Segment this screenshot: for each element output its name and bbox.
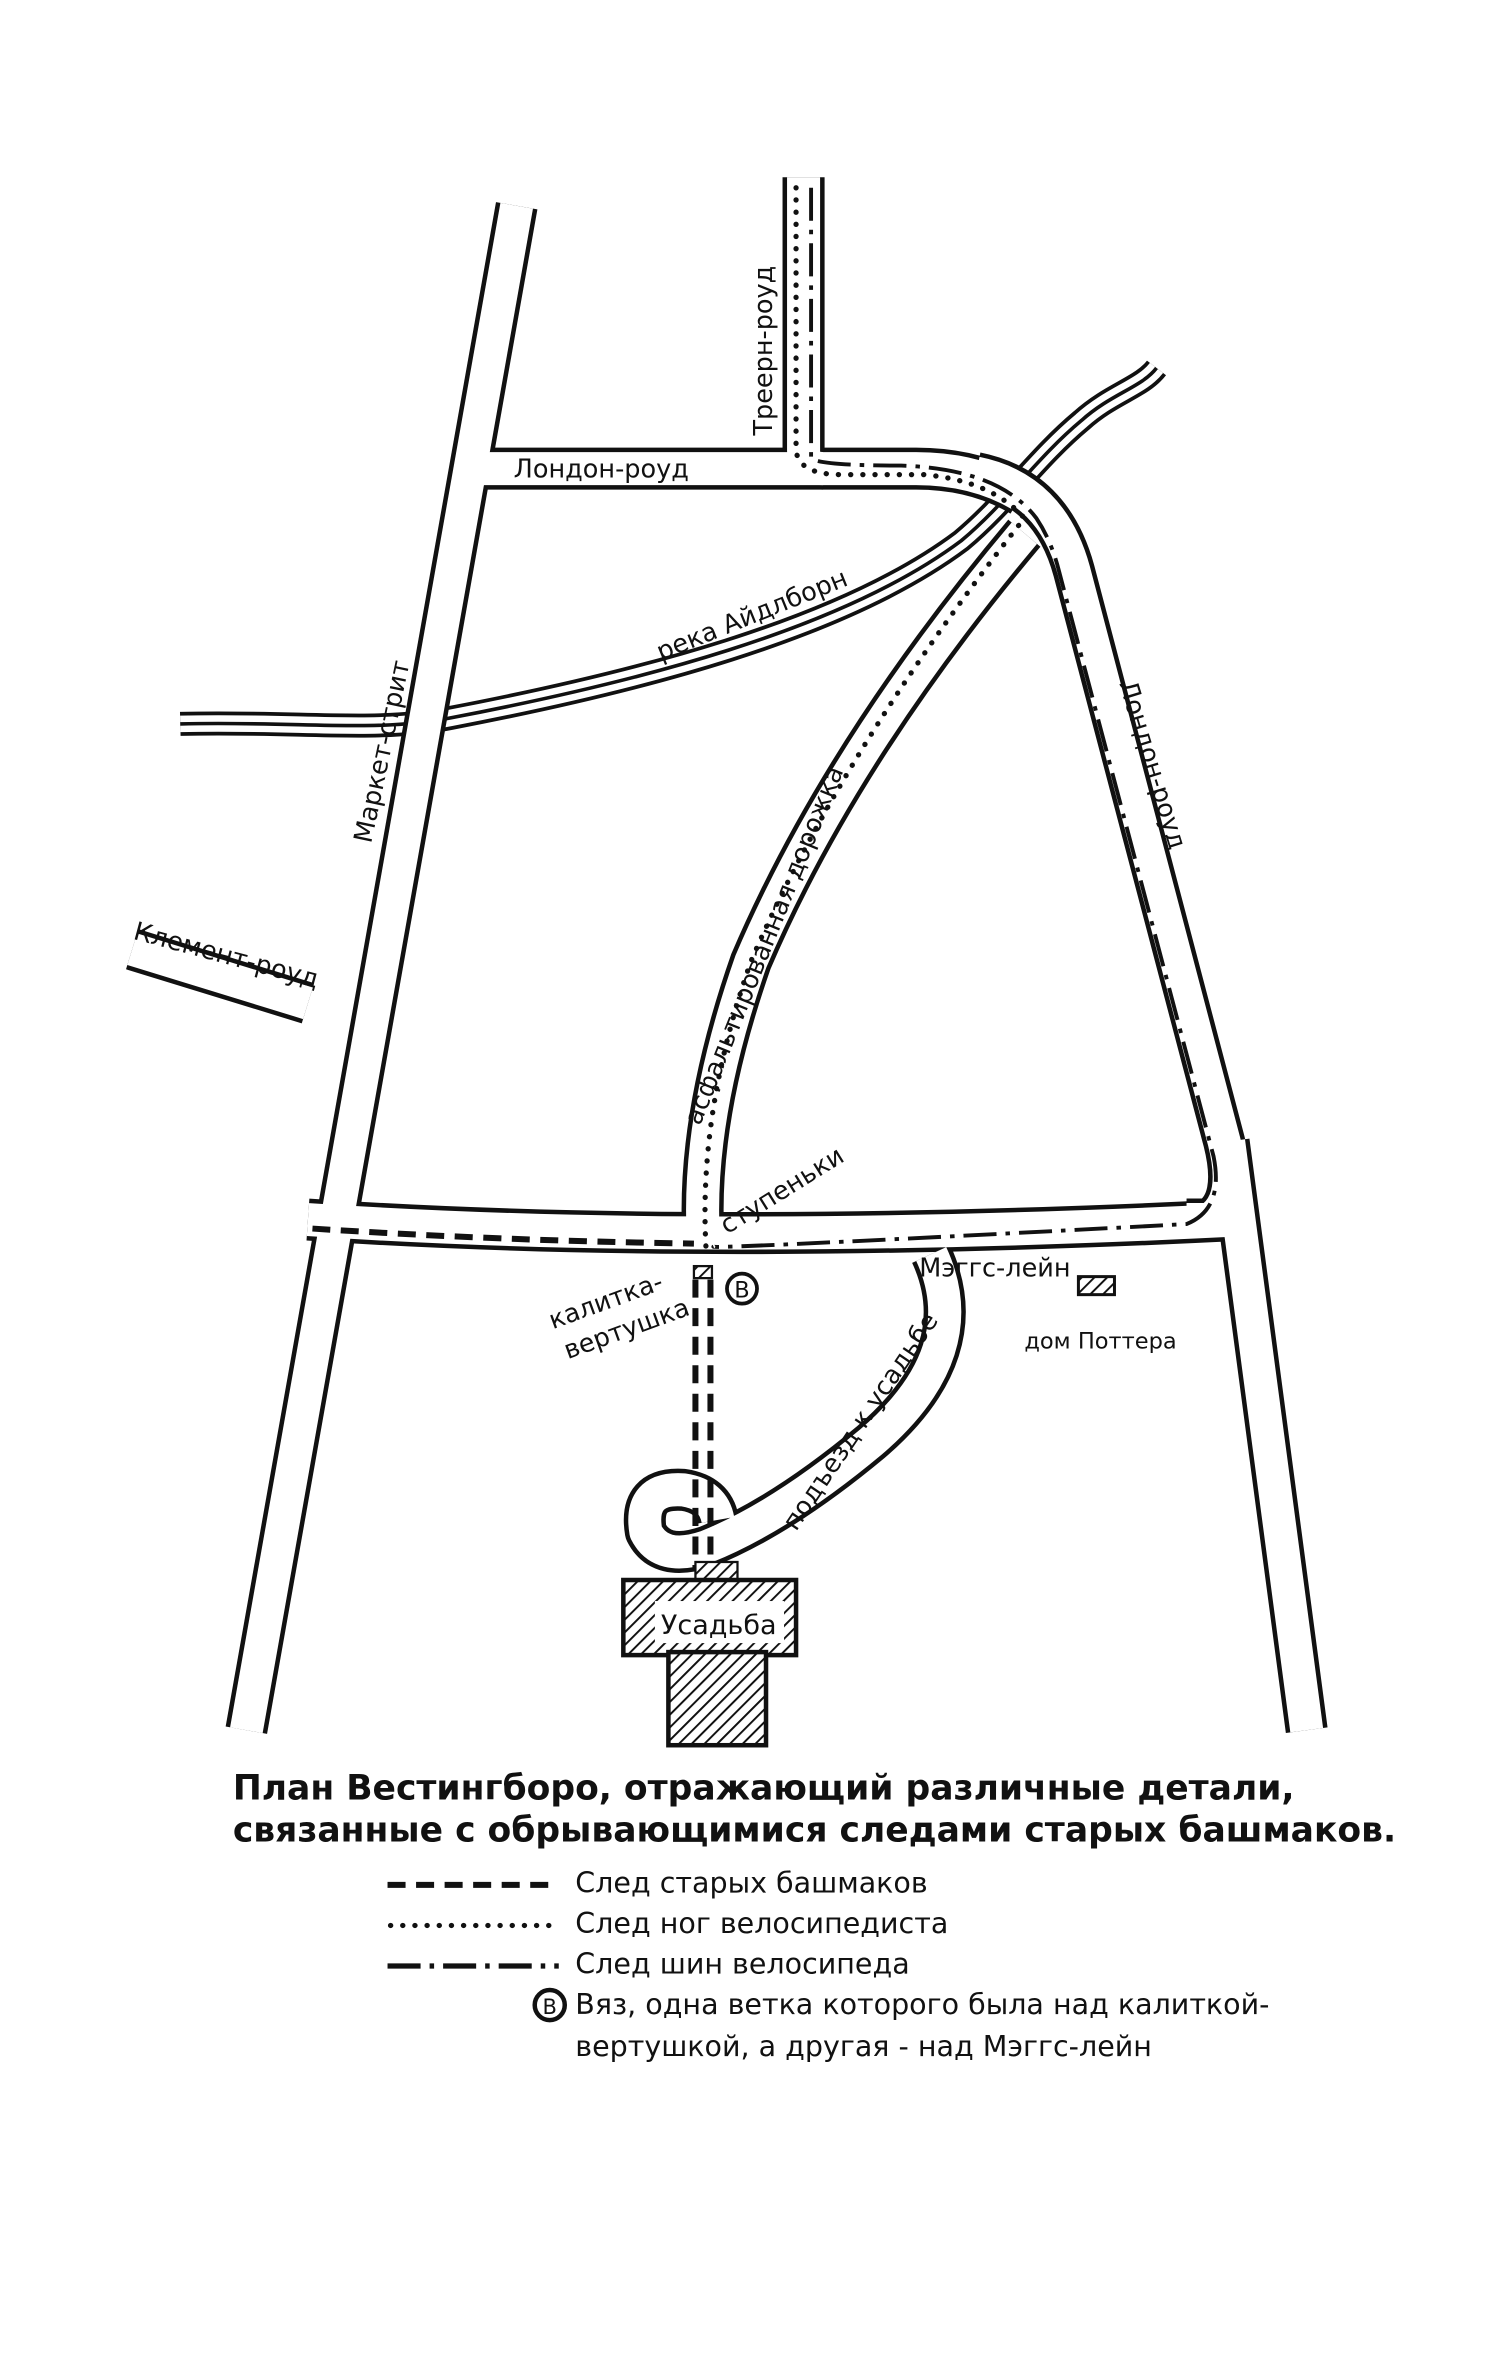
label-asphalt-path: асфальтированная дорожка	[679, 762, 851, 1129]
roads	[126, 177, 1328, 1734]
river-aidlborn	[179, 359, 1167, 738]
legend-elm-symbol	[532, 1987, 568, 2023]
london-road-right-road	[971, 452, 1328, 1733]
label-manor: Усадьба	[661, 1610, 777, 1641]
bicycle-tyre-track	[711, 187, 1218, 1249]
legend-cyclist-foot-label: След ног велосипедиста	[575, 1907, 948, 1940]
elm-tree-marker: B	[725, 1271, 759, 1306]
manor-building	[621, 1560, 799, 1748]
label-london-road-top: Лондон-роуд	[514, 455, 689, 485]
potter-house-icon	[1076, 1275, 1116, 1297]
old-boots-track	[312, 1225, 714, 1570]
legend-boots-label: След старых башмаков	[575, 1866, 927, 1899]
turnstile-gate-icon	[692, 1264, 714, 1280]
caption-line-2: связанные с обрывающимися следами старых…	[233, 1810, 1396, 1850]
label-maggs-lane: Мэггс-лейн	[919, 1254, 1070, 1284]
legend-elm-label-1: Вяз, одна ветка которого была над калитк…	[575, 1988, 1269, 2021]
legend-elm-marker: B	[543, 1994, 557, 2019]
legend: След старых башмаков След ног велосипеди…	[387, 1866, 1269, 2063]
legend-elm-label-2: вертушкой, а другая - над Мэггс-лейн	[575, 2030, 1152, 2063]
legend-tyre-label: След шин велосипеда	[575, 1948, 909, 1981]
elm-marker-letter: B	[734, 1278, 749, 1304]
label-potter-house: дом Поттера	[1024, 1329, 1176, 1355]
label-treern-road: Треерн-роуд	[749, 266, 779, 437]
caption-line-1: План Вестингборо, отражающий различные д…	[233, 1768, 1295, 1808]
